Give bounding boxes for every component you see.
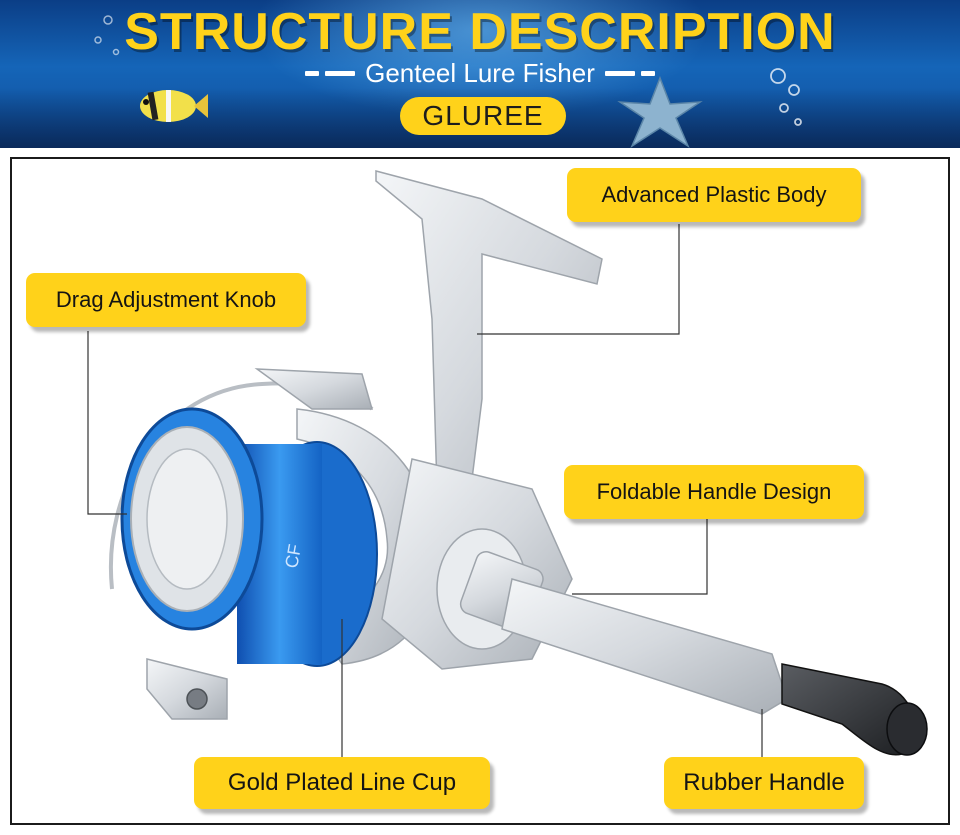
product-frame: CF Advanced Plastic Body Drag Adjustment… bbox=[10, 157, 950, 825]
brand-badge: GLUREE bbox=[400, 97, 566, 135]
label-foldable-handle: Foldable Handle Design bbox=[564, 465, 864, 519]
page-title: STRUCTURE DESCRIPTION bbox=[124, 3, 836, 61]
divider bbox=[325, 71, 356, 76]
starfish-icon bbox=[617, 75, 703, 148]
tropical-fish-icon bbox=[140, 90, 208, 122]
subtitle-row: Genteel Lure Fisher bbox=[0, 58, 960, 89]
label-plastic-body: Advanced Plastic Body bbox=[567, 168, 861, 222]
label-line-cup: Gold Plated Line Cup bbox=[194, 757, 490, 809]
divider bbox=[305, 71, 320, 76]
leader-lines bbox=[87, 224, 763, 757]
label-drag-knob: Drag Adjustment Knob bbox=[26, 273, 306, 327]
fishing-reel-image: CF bbox=[87, 170, 928, 757]
line-roller bbox=[186, 688, 208, 710]
label-rubber-handle: Rubber Handle bbox=[664, 757, 864, 809]
divider bbox=[640, 71, 655, 76]
bubbles-icon bbox=[94, 15, 120, 56]
handle-arm bbox=[501, 578, 788, 715]
header-banner: STRUCTURE DESCRIPTION Genteel Lure Fishe… bbox=[0, 0, 960, 148]
page-subtitle: Genteel Lure Fisher bbox=[365, 58, 595, 88]
bubbles-icon bbox=[770, 68, 802, 126]
reel-foot bbox=[375, 170, 603, 521]
divider bbox=[604, 71, 635, 76]
reel-marking: CF bbox=[281, 543, 305, 570]
